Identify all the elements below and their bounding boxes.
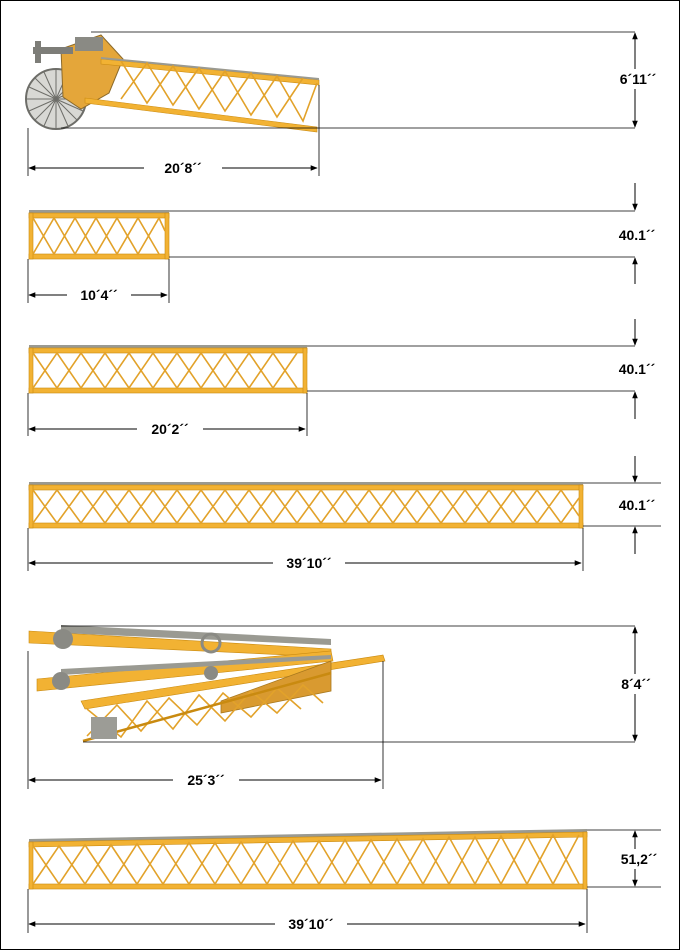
lower-chord — [82, 671, 332, 743]
folded-jib-foot-drawing — [28, 625, 386, 743]
upper-rail — [61, 625, 331, 645]
section-20-2: 40.1´´ 20´2´´ — [27, 319, 665, 439]
section-39-10-b-length-label: 39´10´´ — [288, 916, 333, 932]
foot-machinery — [91, 717, 117, 739]
jib-head-drawing — [25, 34, 320, 133]
jib-head-section: 20´8´´ 6´11´´ — [25, 31, 663, 178]
lower-beam — [80, 654, 386, 710]
folded-jib-foot-length-label: 25´3´´ — [187, 772, 225, 788]
sheave — [200, 632, 222, 654]
head-machinery — [60, 34, 124, 110]
top-rail — [101, 57, 319, 80]
lower-sheave — [204, 666, 218, 680]
section-39-10: 40.1´´ 39´10´´ — [27, 456, 665, 573]
section-39-10-length-label: 39´10´´ — [286, 555, 331, 571]
section-20-2-length-label: 20´2´´ — [151, 421, 189, 437]
section-39-10-drawing — [28, 482, 584, 529]
upper-pulley — [53, 629, 73, 649]
bottom-chord — [84, 97, 318, 133]
section-39-10-b-height-label: 51,2´´ — [621, 851, 658, 867]
section-10-4: 40.1´´ 10´4´´ — [27, 183, 665, 305]
winch-drum — [75, 37, 103, 51]
middle-pulley — [52, 672, 70, 690]
lower-lacing — [86, 683, 324, 739]
folded-jib-foot-height-label: 8´4´´ — [621, 676, 651, 692]
section-10-4-height-label: 40.1´´ — [619, 227, 656, 243]
head-post — [35, 41, 41, 63]
middle-rail — [61, 655, 331, 675]
folded-jib-foot-section: 8´4´´ 25´3´´ — [27, 625, 659, 790]
section-10-4-length-label: 10´4´´ — [80, 287, 118, 303]
jib-head-length-label: 20´8´´ — [164, 160, 202, 176]
section-20-2-drawing — [28, 345, 308, 394]
section-39-10-b: 51,2´´ 39´10´´ — [27, 829, 667, 934]
head-bar — [33, 47, 73, 54]
section-39-10-height-label: 40.1´´ — [619, 497, 656, 513]
section-20-2-height-label: 40.1´´ — [619, 361, 656, 377]
section-39-10-b-drawing — [28, 829, 588, 890]
jib-head-height-label: 6´11´´ — [620, 71, 657, 87]
section-10-4-drawing — [28, 210, 170, 260]
lacing — [120, 60, 318, 123]
